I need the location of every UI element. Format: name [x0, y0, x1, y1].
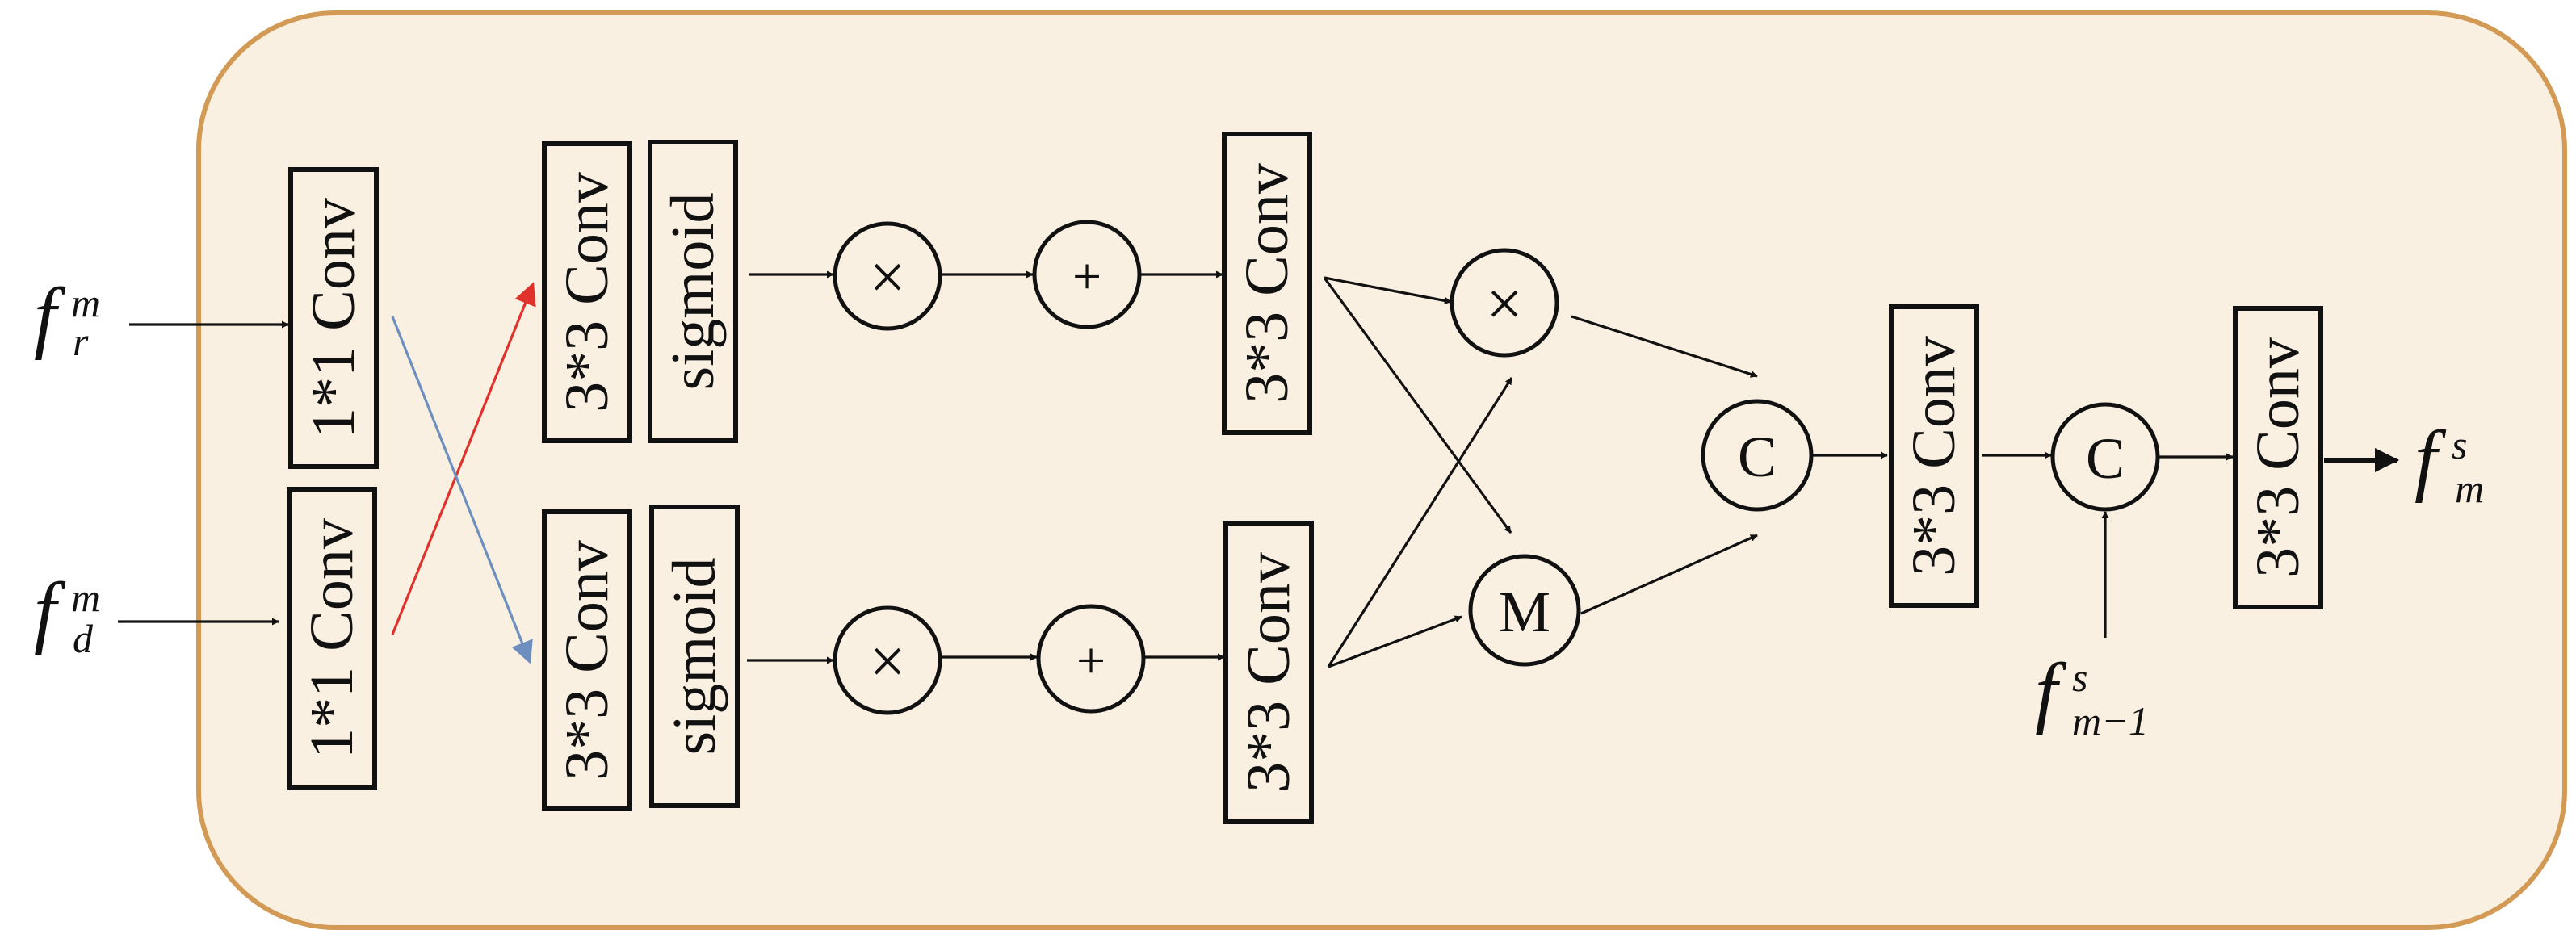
sigmoid-bottom-label: sigmoid [661, 558, 728, 756]
conv3x3-top-a-block: 3*3 Conv [542, 141, 632, 443]
conv3x3-fuse-label: 3*3 Conv [1900, 336, 1968, 576]
conv1x1-rgb-label: 1*1 Conv [300, 198, 367, 438]
multiply-mid-op: × [1450, 248, 1559, 358]
rgb-input-base: f [34, 271, 66, 361]
output-sup: s [2452, 422, 2467, 467]
arrow-mul-to-concat [1571, 315, 1758, 378]
add-top-symbol: + [1072, 248, 1101, 305]
arrow-convbottom-to-mul [1327, 377, 1513, 668]
max-op: M [1468, 554, 1581, 667]
add-bottom-symbol: + [1076, 632, 1105, 689]
conv3x3-output-block: 3*3 Conv [2233, 306, 2323, 609]
prev-input-sup: s [2072, 655, 2087, 700]
depth-input-sup: m [71, 575, 100, 620]
cross-arrow-red [391, 282, 536, 635]
conv3x3-output-label: 3*3 Conv [2244, 337, 2312, 578]
concat-1-symbol: C [1738, 425, 1777, 489]
multiply-bottom-symbol: × [869, 626, 905, 697]
prev-input-sub: m−1 [2072, 698, 2149, 743]
sigmoid-top-label: sigmoid [659, 193, 727, 391]
conv1x1-depth-block: 1*1 Conv [287, 487, 377, 790]
arrow-convtop-to-mul [1324, 276, 1452, 304]
multiply-top-op: × [833, 221, 942, 331]
depth-input-label: f m d [34, 566, 100, 661]
conv3x3-bottom-a-label: 3*3 Conv [553, 540, 621, 781]
conv3x3-top-b-block: 3*3 Conv [1222, 132, 1312, 435]
cross-arrow-blue [391, 316, 533, 664]
arrow-max-to-concat [1580, 534, 1758, 615]
concat-2-op: C [2050, 402, 2160, 512]
depth-input-base: f [34, 566, 66, 655]
concat-2-symbol: C [2086, 426, 2125, 491]
conv3x3-bottom-b-block: 3*3 Conv [1223, 521, 1314, 824]
conv3x3-fuse-block: 3*3 Conv [1889, 304, 1979, 608]
sigmoid-top-block: sigmoid [648, 140, 738, 443]
rgb-input-label: f m r [34, 271, 100, 364]
multiply-mid-symbol: × [1486, 269, 1522, 340]
rgb-input-sup: m [71, 280, 100, 325]
conv3x3-bottom-a-block: 3*3 Conv [542, 509, 632, 811]
multiply-bottom-op: × [833, 605, 942, 715]
module-panel [196, 10, 2567, 930]
conv1x1-depth-label: 1*1 Conv [298, 518, 366, 759]
output-sub: m [2455, 466, 2484, 511]
conv1x1-rgb-block: 1*1 Conv [288, 167, 379, 469]
concat-1-op: C [1701, 399, 1814, 512]
max-symbol: M [1499, 580, 1550, 644]
conv3x3-top-a-label: 3*3 Conv [553, 172, 621, 413]
rgb-input-sub: r [73, 319, 89, 364]
arrow-convbottom-to-max [1328, 615, 1462, 668]
conv3x3-bottom-b-label: 3*3 Conv [1235, 552, 1303, 793]
multiply-top-symbol: × [869, 242, 905, 313]
add-bottom-op: + [1036, 604, 1146, 714]
sigmoid-bottom-block: sigmoid [649, 505, 740, 808]
conv3x3-top-b-label: 3*3 Conv [1233, 163, 1301, 404]
arrow-convtop-to-max [1323, 277, 1512, 534]
depth-input-sub: d [73, 616, 94, 661]
